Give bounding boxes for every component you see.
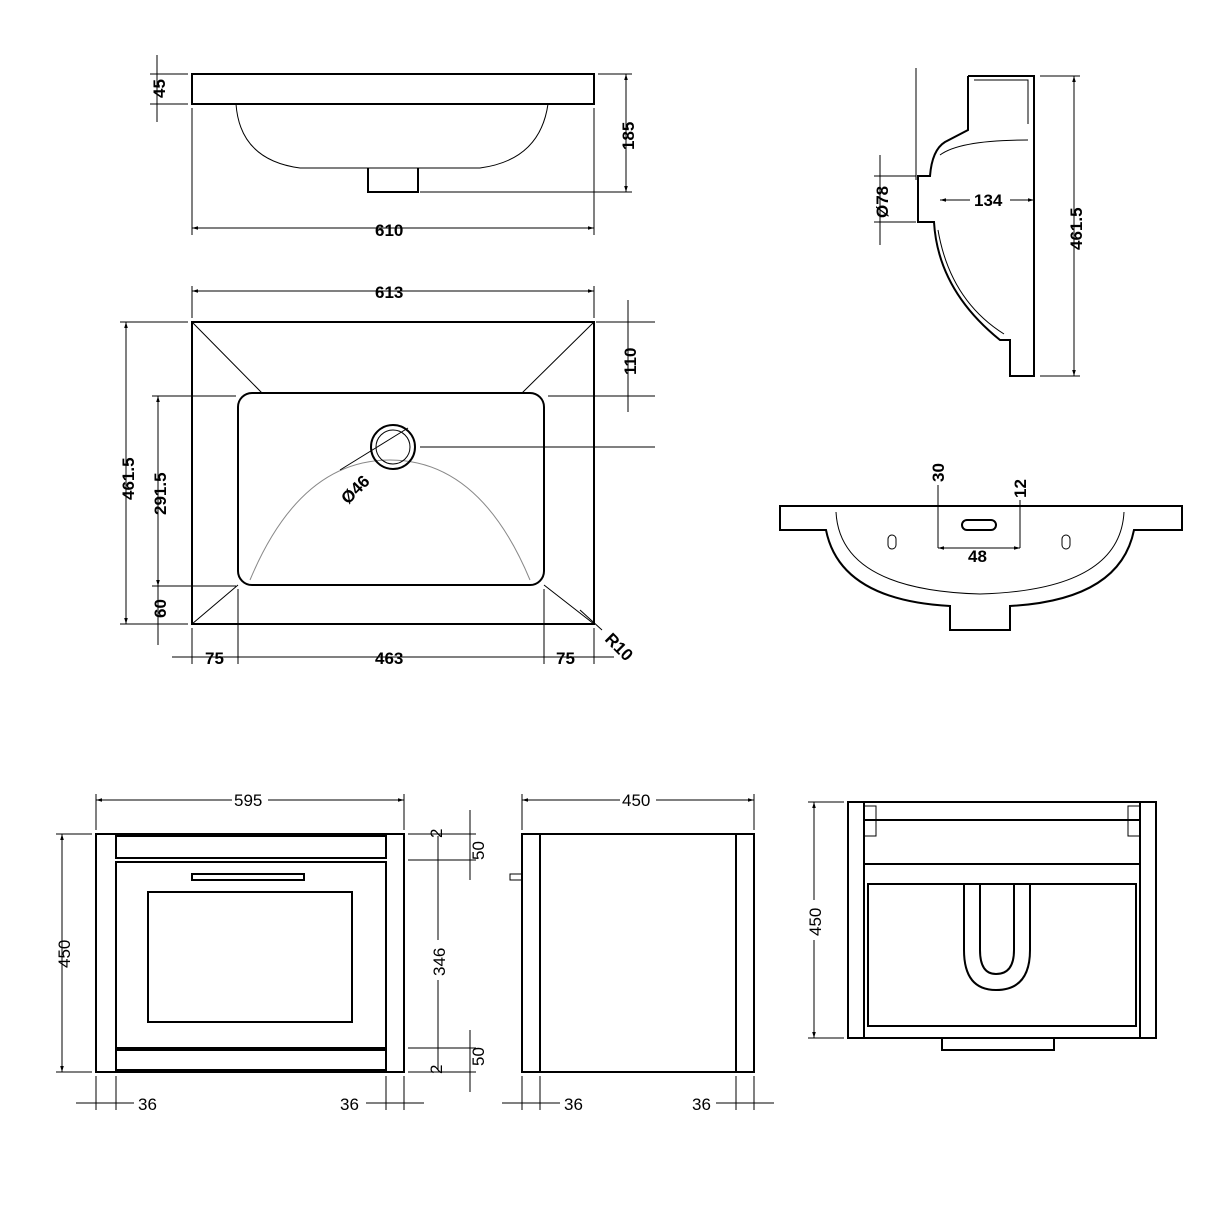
dim-right-stile: 36 <box>340 1095 359 1114</box>
dim-profile-depth: 461.5 <box>1067 207 1086 250</box>
dim-overflow-diameter: Ø78 <box>873 186 892 218</box>
dim-waste-offset: 134 <box>974 191 1003 210</box>
dim-right-margin: 75 <box>556 649 575 668</box>
dim-basin-thickness: 45 <box>150 79 169 98</box>
dim-slot-width: 48 <box>968 547 987 566</box>
dim-slot-offset: 30 <box>929 463 948 482</box>
dim-back-stile: 36 <box>692 1095 711 1114</box>
dim-left-margin: 75 <box>205 649 224 668</box>
dim-left-stile: 36 <box>138 1095 157 1114</box>
dim-bottom-gap: 2 <box>427 1065 446 1074</box>
dim-basin-height: 185 <box>619 122 638 150</box>
dim-front-stile: 36 <box>564 1095 583 1114</box>
dim-top-rail: 50 <box>469 841 488 860</box>
dim-top-view-height: 450 <box>806 908 825 936</box>
cabinet-front: 595 450 2 50 346 50 2 36 36 <box>55 790 488 1114</box>
dim-front-ledge: 60 <box>151 599 170 618</box>
dim-bowl-width: 463 <box>375 649 403 668</box>
cabinet-side: 450 36 36 <box>502 790 774 1114</box>
dim-bowl-depth: 291.5 <box>151 472 170 515</box>
basin-side-elevation: 610 185 45 <box>150 55 638 240</box>
dim-corner-radius: R10 <box>601 629 636 664</box>
dim-slot-height: 12 <box>1011 479 1030 498</box>
dim-waste-diameter: Ø46 <box>337 472 373 508</box>
dim-door-height: 346 <box>430 948 449 976</box>
dim-cabinet-height: 450 <box>55 940 74 968</box>
dim-top-gap: 2 <box>427 829 446 838</box>
basin-underside: 48 30 12 <box>779 463 1183 631</box>
dim-side-depth: 450 <box>622 791 650 810</box>
dim-back-ledge: 110 <box>621 348 640 375</box>
dim-basin-width: 610 <box>375 221 403 240</box>
dim-plan-width: 613 <box>375 283 403 302</box>
basin-plan: 613 110 461.5 291.5 60 Ø46 75 463 75 R10 <box>119 283 655 668</box>
dim-bottom-rail: 50 <box>469 1047 488 1066</box>
cabinet-top-view: 450 <box>804 801 1157 1051</box>
dim-cabinet-width: 595 <box>234 791 262 810</box>
basin-profile: 461.5 134 Ø78 <box>873 68 1086 377</box>
dim-plan-depth: 461.5 <box>119 457 138 500</box>
